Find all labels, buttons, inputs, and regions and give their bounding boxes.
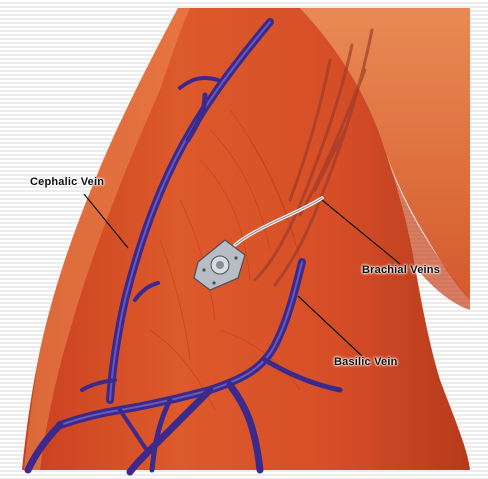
brachial-veins-label: Brachial Veins bbox=[362, 264, 440, 276]
basilic-vein-label: Basilic Vein bbox=[334, 356, 398, 368]
cephalic-vein-label: Cephalic Vein bbox=[30, 176, 104, 188]
